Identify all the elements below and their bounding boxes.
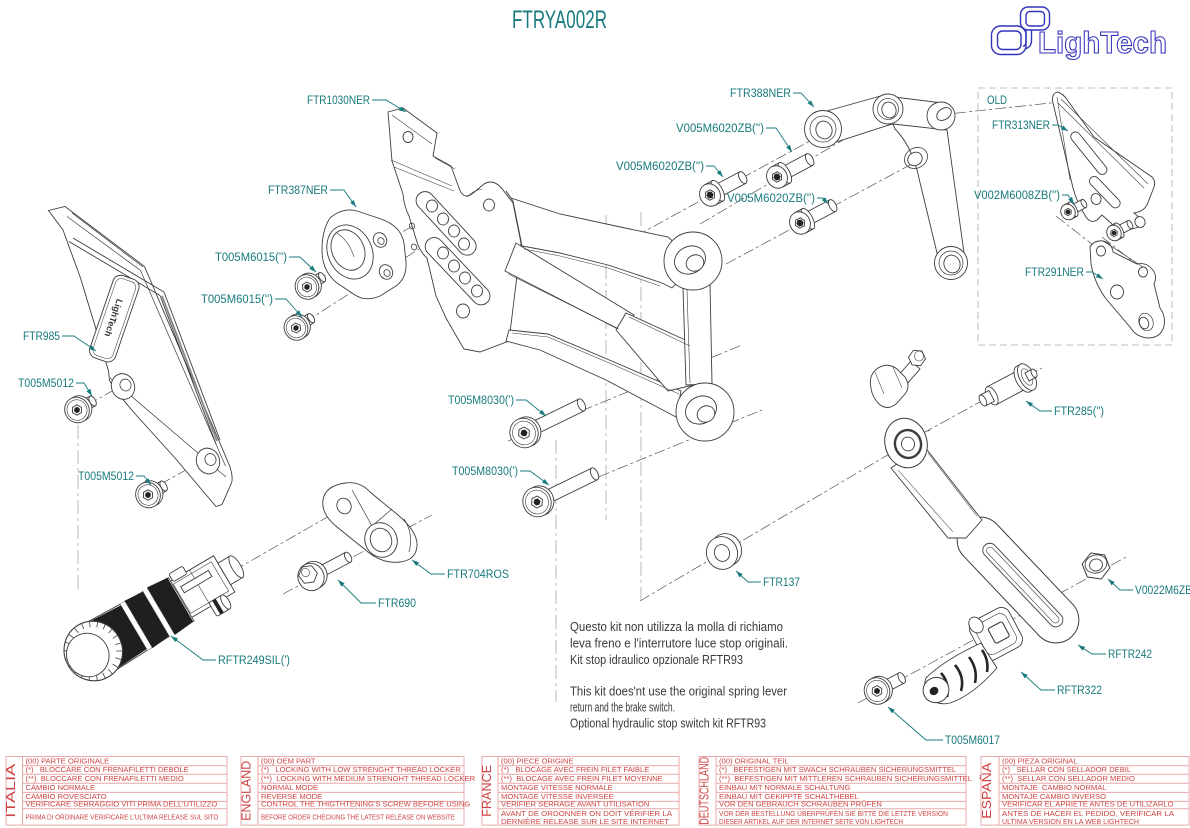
svg-text:VOR DEN GEBRAUCH SCHRAUBEN PRÜ: VOR DEN GEBRAUCH SCHRAUBEN PRÜFEN [719, 800, 882, 809]
svg-text:(*) BLOCCARE CON FRENAFILETT: (*) BLOCCARE CON FRENAFILETTI DEBOLE [26, 765, 189, 774]
svg-text:(**) BLOCAGE AVEC FREIN FILET: (**) BLOCAGE AVEC FREIN FILET MOYENNE [501, 774, 663, 783]
svg-text:DIESER ARTIKEL AUF DER INTERNE: DIESER ARTIKEL AUF DER INTERNET SEITE VO… [719, 817, 903, 826]
svg-text:This kit does'nt use the origi: This kit does'nt use the original spring… [570, 684, 788, 699]
svg-text:FTRYA002R: FTRYA002R [512, 6, 607, 34]
svg-text:FRANCE: FRANCE [479, 764, 494, 816]
svg-text:EINBAU MIT NORMALE SCHALTUNG: EINBAU MIT NORMALE SCHALTUNG [719, 783, 850, 792]
svg-text:T005M8030('): T005M8030(') [452, 466, 518, 478]
svg-text:ENGLAND: ENGLAND [239, 761, 254, 821]
svg-text:FTR388NER: FTR388NER [730, 88, 791, 100]
svg-text:(*) BLOCAGE AVEC FREIN FILET: (*) BLOCAGE AVEC FREIN FILET FAIBLE [501, 765, 649, 774]
svg-text:REVERSE MODE: REVERSE MODE [261, 792, 322, 801]
svg-text:VOR DER BESTELLUNG ÜBERPRÜFEN: VOR DER BESTELLUNG ÜBERPRÜFEN SIE BITTE … [719, 809, 948, 818]
svg-text:(*) LOCKING WITH LOW STRENGH: (*) LOCKING WITH LOW STRENGHT THREAD LOC… [261, 765, 461, 774]
svg-text:leva freno e l'interrutore luc: leva freno e l'interrutore luce stop ori… [570, 636, 788, 651]
svg-text:T005M5012: T005M5012 [18, 378, 74, 390]
svg-text:CAMBIO ROVESCIATO: CAMBIO ROVESCIATO [26, 792, 107, 801]
svg-text:FTR387NER: FTR387NER [268, 185, 328, 197]
svg-text:MONTAGE VITESSE INVERSEE: MONTAGE VITESSE INVERSEE [501, 792, 614, 801]
svg-text:Kit stop idraulico opzionale R: Kit stop idraulico opzionale RFTR93 [570, 652, 743, 667]
svg-text:FTR313NER: FTR313NER [992, 120, 1050, 132]
svg-text:FTR291NER: FTR291NER [1025, 267, 1084, 279]
svg-text:V002M6008ZB(''): V002M6008ZB('') [974, 190, 1060, 202]
svg-text:FTR285(''): FTR285('') [1054, 406, 1104, 418]
svg-text:T005M5012: T005M5012 [78, 471, 134, 483]
svg-text:V0022M6ZB: V0022M6ZB [1135, 585, 1190, 597]
svg-text:V005M6020ZB(''): V005M6020ZB('') [727, 193, 815, 205]
svg-text:V005M6020ZB(''): V005M6020ZB('') [676, 123, 764, 135]
svg-text:VERIFICAR EL APRIETE ANTES DE: VERIFICAR EL APRIETE ANTES DE UTILIZARLO [1002, 800, 1174, 809]
svg-text:T005M8030('): T005M8030(') [448, 395, 514, 407]
svg-text:V005M6020ZB(''): V005M6020ZB('') [616, 161, 704, 173]
svg-text:BEFORE ORDER CHECKING THE LATE: BEFORE ORDER CHECKING THE LATEST RELEASE… [261, 813, 455, 822]
svg-text:FTR704ROS: FTR704ROS [447, 569, 509, 581]
svg-text:CAMBIO NORMALE: CAMBIO NORMALE [26, 783, 96, 792]
svg-text:VERIFICARE SERRAGGIO VITI PRIM: VERIFICARE SERRAGGIO VITI PRIMA DELL'UTI… [26, 800, 218, 809]
svg-text:(00) PIEZA ORIGINAL: (00) PIEZA ORIGINAL [1002, 757, 1078, 766]
svg-text:EINBAU MIT GEKIPPTE SCHALTHEBE: EINBAU MIT GEKIPPTE SCHALTHEBEL [719, 792, 859, 801]
svg-text:PRIMA DI ORDINARE VERIFICARE L: PRIMA DI ORDINARE VERIFICARE L'ULTIMA RE… [26, 813, 219, 822]
svg-text:MONTAJE CAMBIO NORMAL: MONTAJE CAMBIO NORMAL [1002, 783, 1107, 792]
svg-text:(**) BLOCCARE CON FRENAFILETT: (**) BLOCCARE CON FRENAFILETTI MEDIO [26, 774, 184, 783]
svg-text:(*) SELLAR CON SELLADOR DEBI: (*) SELLAR CON SELLADOR DEBIL [1002, 765, 1131, 774]
svg-text:DERNIÈRE RELEASE SUR LE SITE I: DERNIÈRE RELEASE SUR LE SITE INTERNET [501, 817, 669, 826]
svg-text:CONTROL THE THIGTHTENING'S SCR: CONTROL THE THIGTHTENING'S SCREW BEFORE … [261, 800, 470, 809]
svg-text:LighTech: LighTech [1038, 25, 1167, 60]
svg-text:RFTR322: RFTR322 [1057, 685, 1102, 697]
svg-text:FTR985: FTR985 [23, 331, 60, 343]
svg-text:DEUTSCHLAND: DEUTSCHLAND [697, 757, 712, 825]
svg-text:(*) BEFESTIGEN MIT SWACH SCH: (*) BEFESTIGEN MIT SWACH SCHRAUBEN SICHE… [719, 765, 956, 774]
svg-text:T005M6015(''): T005M6015('') [215, 252, 287, 264]
svg-text:FTR1030NER: FTR1030NER [307, 95, 370, 107]
svg-text:AVANT DE ORDONNER ON DOIT VÉRI: AVANT DE ORDONNER ON DOIT VÉRIFIER LA [501, 809, 673, 818]
svg-text:MONTAJE CAMBIO INVERSO: MONTAJE CAMBIO INVERSO [1002, 792, 1106, 801]
svg-text:FTR137: FTR137 [763, 577, 800, 589]
svg-text:(00) PIECE ORIGINE: (00) PIECE ORIGINE [501, 757, 574, 766]
svg-text:ANTES DE HACER EL PEDIDO, VERI: ANTES DE HACER EL PEDIDO, VERIFICAR LA [1002, 809, 1175, 818]
svg-text:RFTR249SIL('): RFTR249SIL(') [218, 655, 290, 667]
svg-text:(**) LOCKING WITH MEDIUM STRE: (**) LOCKING WITH MEDIUM STRENGHT THREAD… [261, 774, 476, 783]
svg-text:MONTAGE VITESSE NORMALE: MONTAGE VITESSE NORMALE [501, 783, 613, 792]
svg-text:RFTR242: RFTR242 [1108, 649, 1152, 661]
svg-text:Optional hydraulic stop switch: Optional hydraulic stop switch kit RFTR9… [570, 716, 766, 731]
svg-text:T005M6015(''): T005M6015('') [201, 294, 273, 306]
svg-text:(00) OEM PART: (00) OEM PART [261, 757, 316, 766]
svg-text:T005M6017: T005M6017 [945, 735, 1000, 747]
svg-text:(**) SELLAR CON SELLADOR MEDI: (**) SELLAR CON SELLADOR MEDIO [1002, 774, 1135, 783]
svg-text:ITALIA: ITALIA [3, 763, 18, 817]
svg-text:ESPAÑA: ESPAÑA [979, 762, 994, 818]
svg-text:(00) ORIGINAL TEIL: (00) ORIGINAL TEIL [719, 757, 789, 766]
svg-text:return and the brake switch.: return and the brake switch. [570, 700, 675, 715]
svg-text:(00) PARTE ORIGINALE: (00) PARTE ORIGINALE [26, 757, 110, 766]
svg-text:(**) BEFESTIGEN MIT MITTLEREN: (**) BEFESTIGEN MIT MITTLEREN SCHRAUBEN … [719, 774, 972, 783]
svg-text:ULTIMA VERSION EN LA WEB LIGHT: ULTIMA VERSION EN LA WEB LIGHTECH [1002, 817, 1139, 826]
svg-text:FTR690: FTR690 [378, 598, 416, 610]
svg-text:VERIFIER SERRAGE AVANT UTILISA: VERIFIER SERRAGE AVANT UTILISATION [501, 800, 649, 809]
svg-text:Questo kit non utilizza la mol: Questo kit non utilizza la molla di rich… [570, 619, 783, 634]
svg-text:NORMAL MODE: NORMAL MODE [261, 783, 318, 792]
svg-text:OLD: OLD [987, 95, 1007, 107]
